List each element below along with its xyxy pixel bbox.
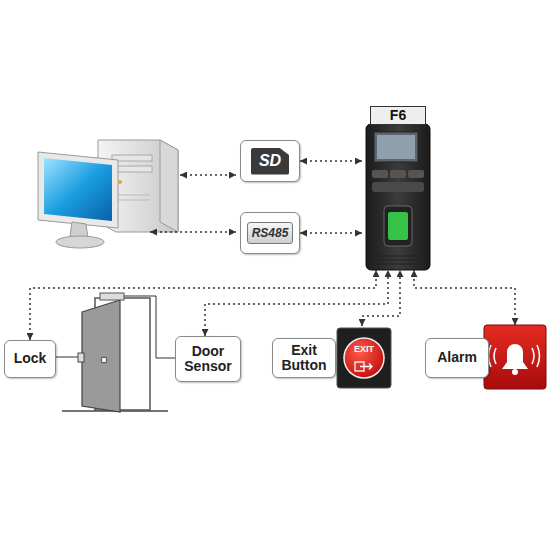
component-group: Exit ButtonEXIT: [272, 326, 392, 390]
dotted-connector: [362, 270, 400, 326]
device-node: F6: [362, 106, 434, 270]
node-label: Exit Button: [272, 338, 336, 378]
alarm-bell-icon: [484, 325, 546, 389]
node-label: Lock: [14, 351, 47, 366]
dotted-connector: [30, 270, 376, 340]
computer-link: [180, 174, 236, 176]
interface-box: RS485: [240, 212, 300, 254]
component-group: Alarm: [425, 325, 548, 390]
node-label: SD: [251, 148, 289, 175]
component-box: Lock: [4, 340, 56, 378]
dotted-connector: [300, 232, 362, 234]
exit-button-icon: [337, 328, 391, 388]
door-illustration: [56, 293, 175, 412]
dotted-connector: [300, 160, 362, 162]
fingerprint-terminal: [366, 124, 430, 270]
node-label: Alarm: [425, 338, 489, 378]
node-label: RS485: [247, 222, 294, 244]
node-label: F6: [370, 106, 426, 125]
dotted-connector: [414, 270, 515, 325]
component-box: Door Sensor: [175, 336, 241, 382]
interface-box: SD: [240, 140, 300, 182]
icon-node: EXIT: [336, 326, 392, 390]
dotted-connector: [205, 270, 388, 336]
node-label: EXIT: [336, 344, 392, 354]
node-label: Door Sensor: [176, 344, 240, 375]
computer-link: [150, 231, 236, 233]
